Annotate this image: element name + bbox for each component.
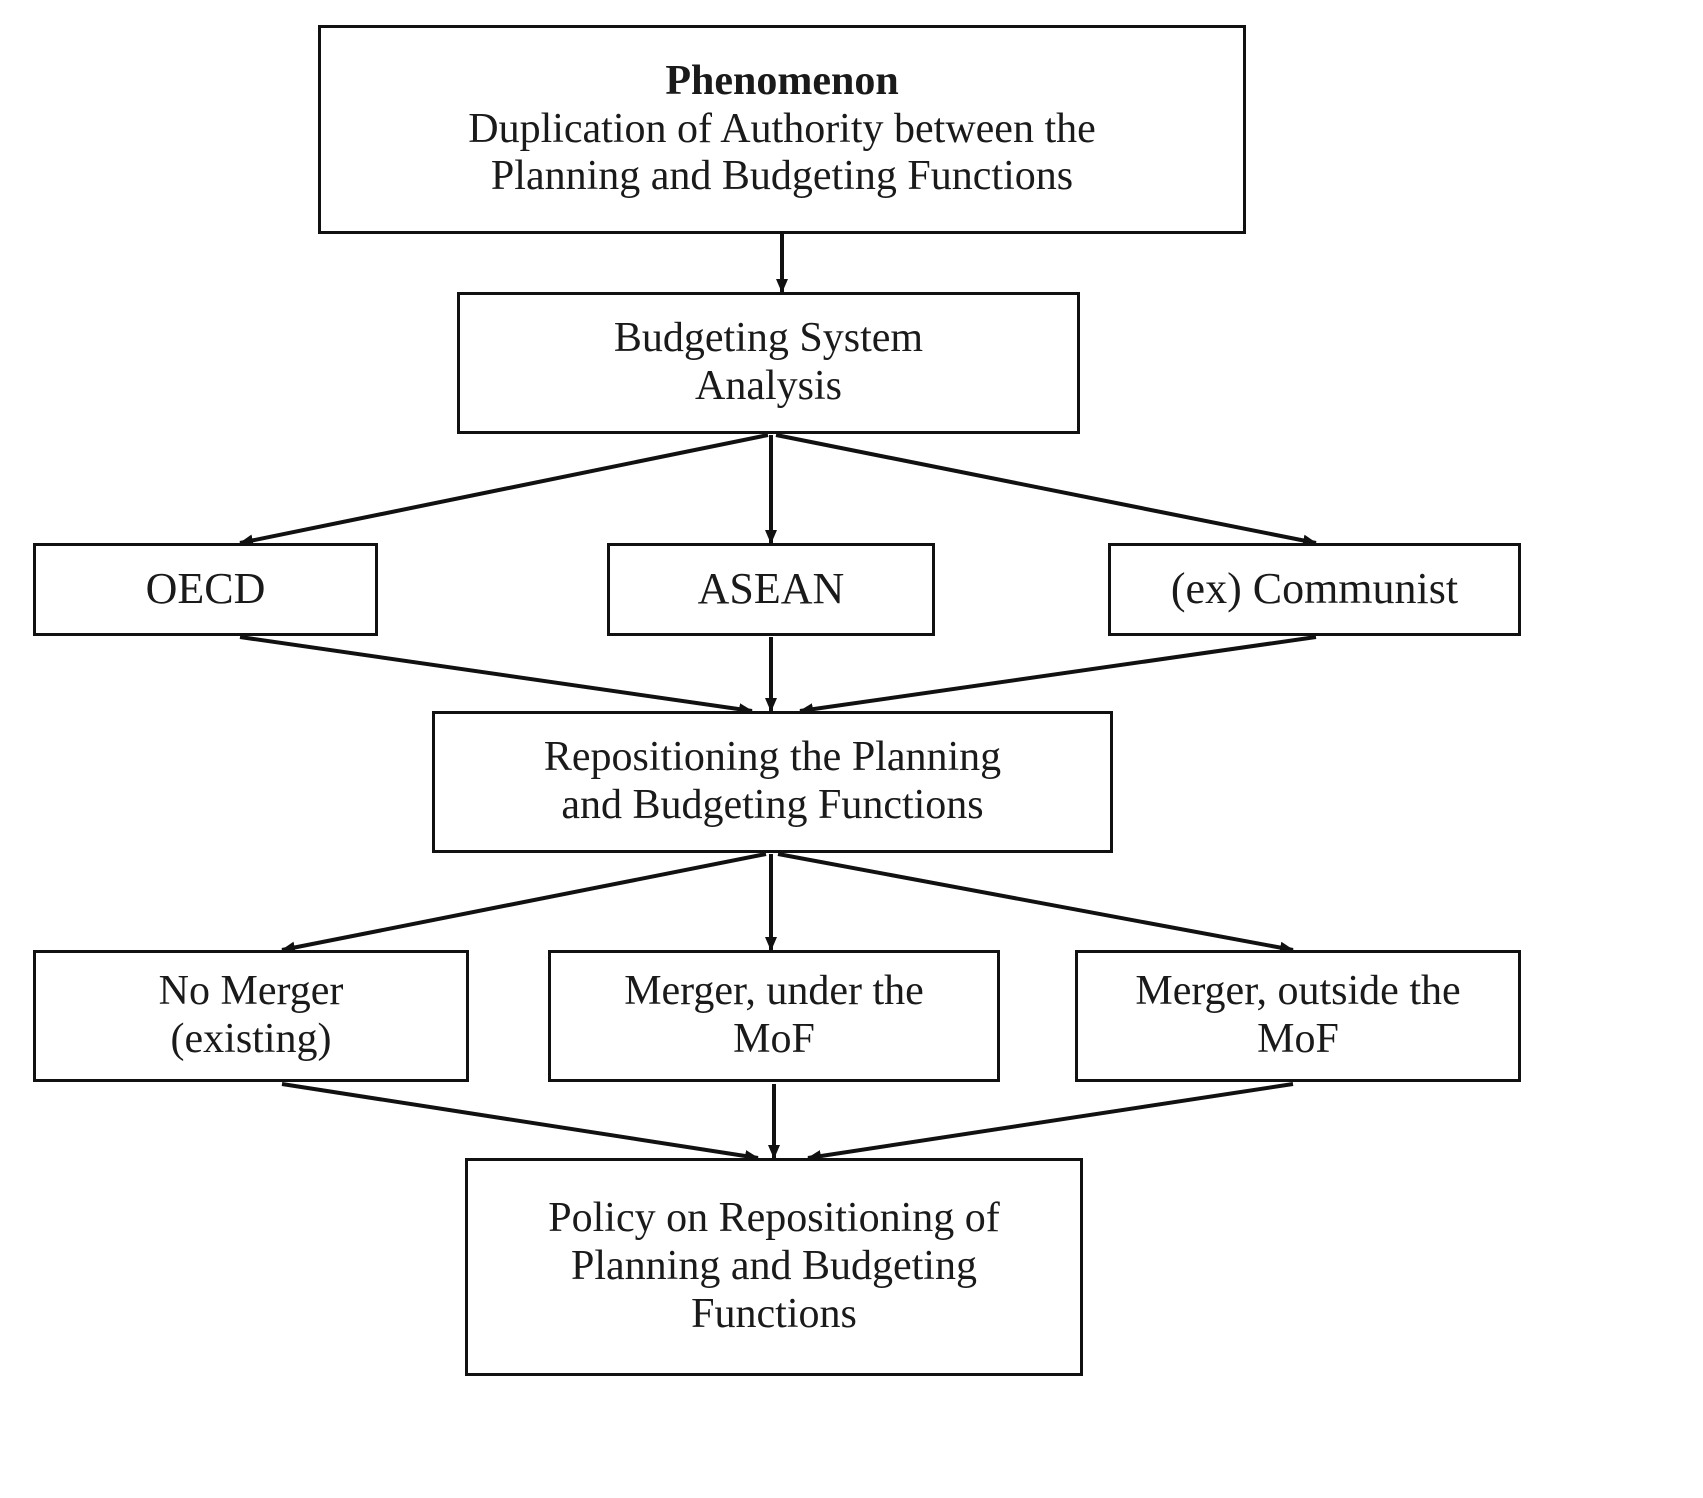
node-policy-label: Policy on Repositioning of Planning and … [548,1195,1000,1337]
node-merger-under-mof-label: Merger, under the MoF [624,968,924,1062]
node-asean-label: ASEAN [697,564,845,614]
node-merger-under-mof[interactable]: Merger, under the MoF [548,950,1000,1082]
node-oecd[interactable]: OECD [33,543,378,636]
edge-budgeting-analysis-to-communist [775,433,1317,547]
node-phenomenon-heading: Phenomenon [665,57,899,104]
node-ex-communist[interactable]: (ex) Communist [1108,543,1521,636]
edge-repositioning-to-merger-outside-mof [777,852,1294,954]
node-asean[interactable]: ASEAN [607,543,935,636]
edge-budgeting-analysis-to-oecd [239,433,769,547]
node-policy[interactable]: Policy on Repositioning of Planning and … [465,1158,1083,1376]
node-ex-communist-label: (ex) Communist [1170,564,1459,614]
node-budgeting-system-analysis[interactable]: Budgeting System Analysis [457,292,1080,434]
node-no-merger-label: No Merger (existing) [158,968,344,1062]
node-phenomenon-body: Duplication of Authority between the Pla… [468,105,1096,200]
edge-oecd-to-repositioning [239,635,753,716]
node-oecd-label: OECD [145,564,266,614]
edge-no-merger-to-policy [281,1082,759,1162]
node-repositioning-label: Repositioning the Planning and Budgeting… [543,734,1002,828]
node-no-merger[interactable]: No Merger (existing) [33,950,469,1082]
edge-merger-outside-mof-to-policy [807,1082,1294,1162]
node-merger-outside-mof-label: Merger, outside the MoF [1135,968,1461,1062]
edge-repositioning-to-no-merger [281,852,767,954]
node-budgeting-system-analysis-label: Budgeting System Analysis [613,315,924,409]
node-repositioning[interactable]: Repositioning the Planning and Budgeting… [432,711,1113,853]
edge-communist-to-repositioning [799,635,1317,716]
node-merger-outside-mof[interactable]: Merger, outside the MoF [1075,950,1521,1082]
